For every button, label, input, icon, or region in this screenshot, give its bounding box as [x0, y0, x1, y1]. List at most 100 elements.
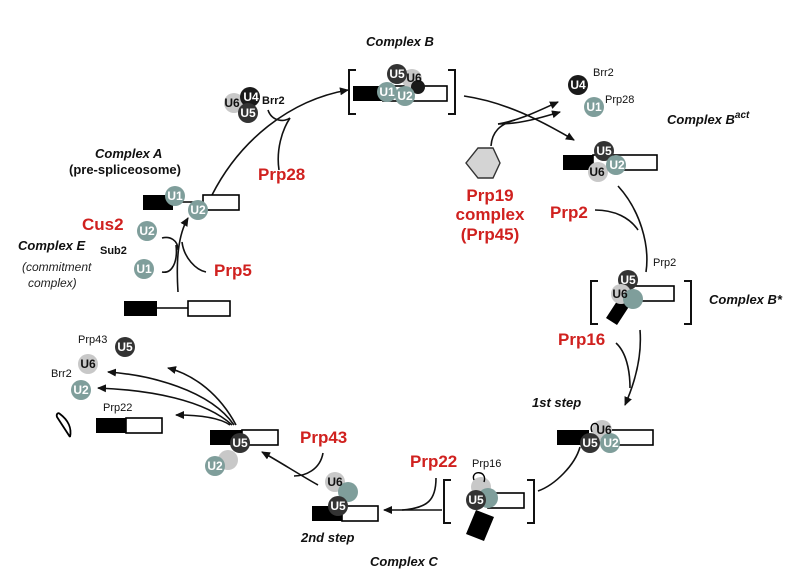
- complex-bstar-label: Complex B*: [709, 292, 783, 307]
- factor-prp19: Prp19: [466, 186, 513, 205]
- tri-snrnp: U6 U4 U5 Brr2: [224, 87, 285, 123]
- first-step-label: 1st step: [532, 395, 581, 410]
- u2-snrnp-free: U2: [137, 221, 157, 241]
- arrow-prp22-join: [401, 477, 437, 511]
- svg-text:U1: U1: [167, 189, 183, 203]
- svg-text:U2: U2: [397, 89, 413, 103]
- svg-text:Prp28: Prp28: [605, 94, 634, 106]
- svg-text:U5: U5: [620, 273, 636, 287]
- arrow-prp16-join: [615, 342, 631, 389]
- svg-text:U6: U6: [224, 96, 240, 110]
- svg-text:U6: U6: [589, 165, 605, 179]
- svg-text:Prp22: Prp22: [103, 402, 132, 414]
- arrow-bstar-to-1st: [624, 329, 642, 406]
- svg-text:Brr2: Brr2: [51, 368, 72, 380]
- svg-text:U4: U4: [570, 78, 586, 92]
- factor-prp2: Prp2: [550, 203, 588, 222]
- svg-text:Brr2: Brr2: [593, 67, 614, 79]
- arrow-release-mrna: [175, 411, 231, 426]
- factor-prp5: Prp5: [214, 261, 252, 280]
- arrow-bact-to-bstar: [617, 185, 648, 273]
- arrow-1st-to-c: [537, 446, 581, 492]
- svg-text:Prp2: Prp2: [653, 257, 676, 269]
- second-step-label: 2nd step: [300, 530, 355, 545]
- released-u4-u1: U4 Brr2 U1 Prp28: [568, 67, 634, 117]
- svg-text:U2: U2: [207, 459, 223, 473]
- svg-text:U6: U6: [612, 287, 628, 301]
- u1-snrnp-free: U1: [134, 259, 154, 279]
- factor-prp28: Prp28: [258, 165, 305, 184]
- first-step-complex: 1st step U6 U5 U2: [532, 395, 654, 453]
- svg-text:U2: U2: [139, 224, 155, 238]
- lariat-intron-icon: [55, 412, 72, 438]
- arrow-prp43-join: [293, 452, 324, 477]
- released-components: Prp43 U5 U6 Brr2 U2 Prp22: [51, 334, 163, 438]
- svg-text:U1: U1: [136, 262, 152, 276]
- arrow-release-u5: [167, 366, 237, 426]
- svg-text:U2: U2: [73, 383, 89, 397]
- arrow-prp5-join: [181, 241, 207, 273]
- svg-text:U5: U5: [389, 67, 405, 81]
- svg-text:U5: U5: [240, 106, 256, 120]
- complex-b: Complex B U5 U6 U1 U2: [348, 34, 456, 115]
- svg-text:Prp16: Prp16: [472, 458, 501, 470]
- mrna-exon-1: [96, 418, 126, 433]
- sub2-label: Sub2: [100, 245, 127, 257]
- svg-text:U2: U2: [609, 158, 625, 172]
- svg-text:Prp43: Prp43: [78, 334, 107, 346]
- svg-text:U5: U5: [596, 144, 612, 158]
- arrow-a-to-b: [211, 87, 349, 196]
- complex-bact: Complex Bact U5 U6 U2: [563, 110, 750, 182]
- svg-text:U5: U5: [582, 436, 598, 450]
- complex-b-label: Complex B: [366, 34, 434, 49]
- svg-text:U6: U6: [406, 71, 422, 85]
- svg-text:U1: U1: [379, 85, 395, 99]
- complex-a: Complex A (pre-spliceosome) U1 U2: [69, 146, 240, 220]
- arrow-prp28-join: [277, 117, 291, 171]
- brr2-label: Brr2: [262, 95, 285, 107]
- arrow-u2-join: [161, 236, 179, 251]
- factor-cus2: Cus2: [82, 215, 124, 234]
- cycle-arrows: [97, 87, 648, 514]
- factor-prp43: Prp43: [300, 428, 347, 447]
- post-spliceosome: U5 U2: [205, 429, 279, 476]
- arrow-2nd-to-post: [261, 451, 319, 486]
- complex-e-label: Complex E: [18, 238, 86, 253]
- arrow-prp19-join: [490, 119, 516, 147]
- complex-e-note-2: complex): [28, 276, 77, 290]
- mrna-exon-2: [125, 417, 163, 434]
- svg-text:U5: U5: [468, 493, 484, 507]
- complex-bact-label: Complex Bact: [667, 110, 750, 127]
- svg-text:U5: U5: [330, 499, 346, 513]
- arrow-release-u1: [497, 110, 561, 125]
- svg-text:U6: U6: [596, 423, 612, 437]
- svg-text:U2: U2: [603, 436, 619, 450]
- arrow-release-u6: [107, 368, 235, 426]
- svg-text:U4: U4: [243, 90, 259, 104]
- complex-e: Complex E (commitment complex) Sub2 U1 U…: [18, 221, 231, 317]
- arrow-release-u4: [497, 101, 559, 125]
- complex-bstar: Prp2 U5 U6 Complex B*: [590, 257, 783, 325]
- factor-prp16: Prp16: [558, 330, 605, 349]
- second-step-complex: U6 U5 2nd step: [300, 472, 379, 545]
- factor-prp45: (Prp45): [461, 225, 520, 244]
- arrow-prp2-join: [594, 209, 639, 231]
- complex-a-label: Complex A: [95, 146, 162, 161]
- svg-text:U6: U6: [327, 475, 343, 489]
- svg-text:U5: U5: [117, 340, 133, 354]
- complex-c: Prp16 U5 Complex C: [370, 458, 535, 569]
- arrow-u1-join: [161, 244, 178, 273]
- complex-a-note: (pre-spliceosome): [69, 162, 181, 177]
- prp19-complex-hexagon: [465, 147, 501, 179]
- exon-5prime: [124, 301, 157, 316]
- exon-3prime: [187, 300, 231, 317]
- arrow-release-u2: [97, 384, 233, 426]
- factor-prp19-complex: complex: [456, 205, 526, 224]
- complex-c-label: Complex C: [370, 554, 439, 569]
- factor-prp22: Prp22: [410, 452, 457, 471]
- svg-text:U5: U5: [232, 436, 248, 450]
- u1-snrnp: U1: [165, 186, 185, 206]
- svg-text:U1: U1: [586, 100, 602, 114]
- svg-text:U6: U6: [80, 357, 96, 371]
